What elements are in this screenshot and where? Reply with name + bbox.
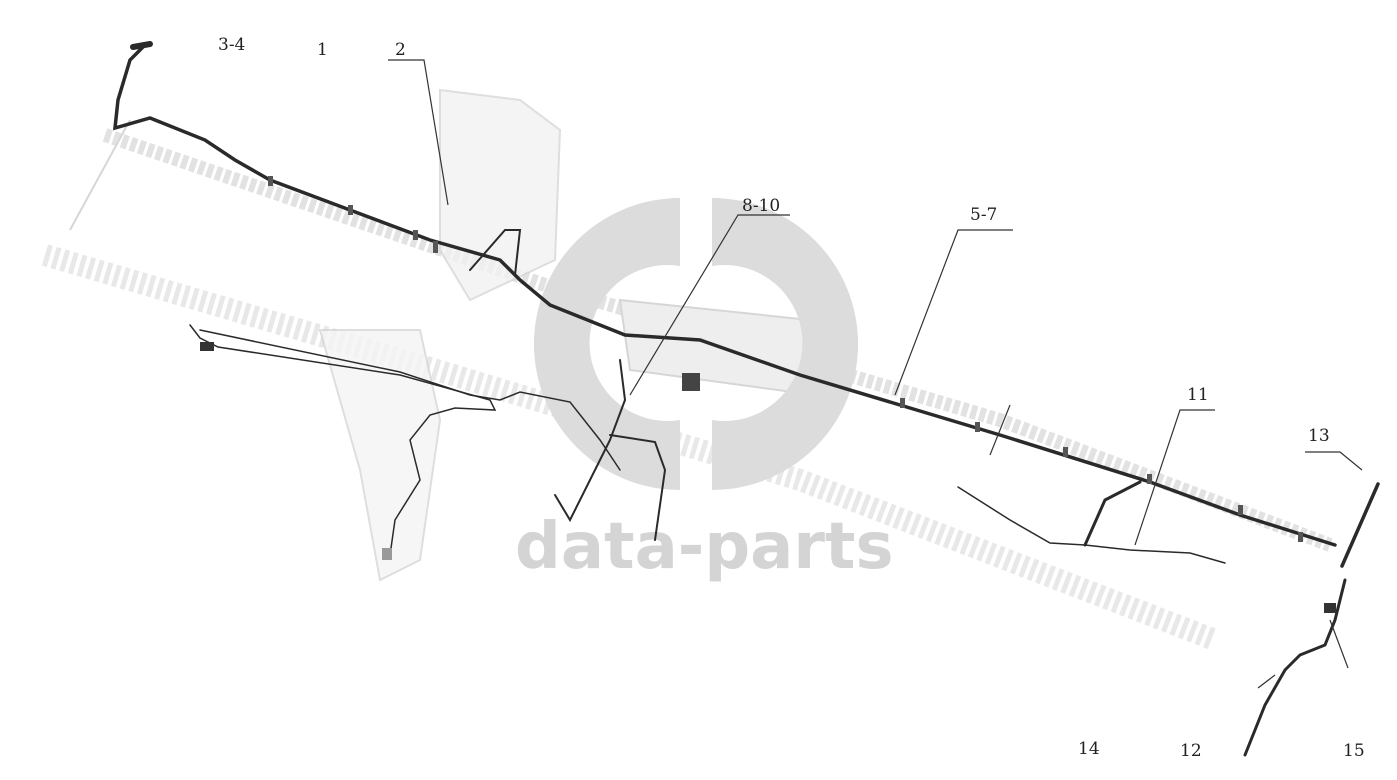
callout-12: 12 [1180,741,1202,761]
clip [348,205,353,215]
harness-tail [1243,578,1347,757]
harness-branch-lower [189,324,497,556]
leader-2 [388,59,449,206]
connector-plug [382,548,392,560]
connector-plug [682,373,700,391]
clip [268,176,273,186]
callout-1: 1 [317,40,328,60]
leader-break-mark [989,404,1011,456]
clip [975,422,980,432]
watermark-text: data-parts [515,510,894,584]
callout-2: 2 [395,40,406,60]
callout-14: 14 [1078,739,1100,759]
leader-5-7 [894,229,1013,396]
leader-15 [1329,619,1349,669]
callout-11: 11 [1187,385,1209,405]
harness-branch-center [554,359,667,541]
cab-mount-outline [439,88,562,302]
clip [433,241,438,253]
leader-12 [1257,674,1276,689]
watermark: data-parts [515,197,894,584]
harness-tail-cable-13 [1340,482,1380,568]
clip [1238,505,1243,515]
main-harness [112,41,1380,757]
harness-branch-rear-bold [1083,480,1142,547]
leader-8-10 [629,214,790,396]
frame-crossmember [69,119,131,231]
bracket-outline [318,329,442,582]
leader-11 [1134,409,1215,546]
harness-branch-lower-upper [199,329,621,471]
harness-front-connector [130,41,153,50]
callout-3-4: 3-4 [218,35,245,55]
clip [1147,474,1152,484]
callout-8-10: 8-10 [742,196,780,216]
watermark-logo-icon [533,197,859,490]
callout-5-7: 5-7 [970,205,997,225]
clip [900,398,905,408]
harness-branch-cab [469,229,522,276]
clip [1298,532,1303,542]
callouts: 3-4 1 2 8-10 5-7 11 13 14 12 15 [218,35,1365,761]
connector-plug [200,342,214,351]
clip [413,230,418,240]
leader-lines [388,59,1363,689]
leader-13 [1305,451,1363,471]
callout-13: 13 [1308,426,1330,446]
connector-plug [1324,603,1336,613]
callout-15: 15 [1343,741,1365,761]
harness-trunk [112,43,1337,547]
clip [1063,447,1068,457]
harness-clips [200,176,1336,613]
